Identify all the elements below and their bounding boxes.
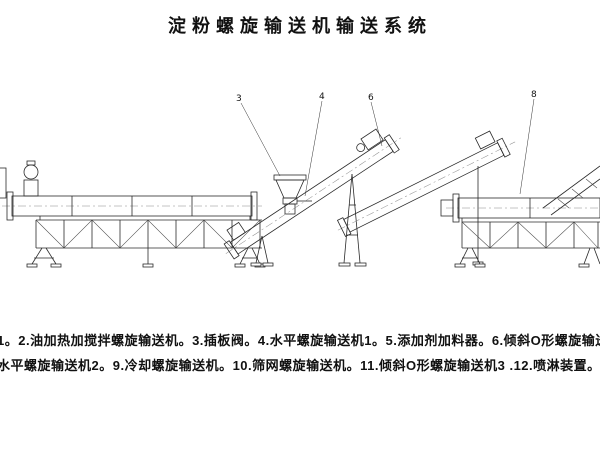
callout-label: 4 [319, 92, 325, 102]
inclined-o-screw-conveyor-3 [542, 165, 600, 216]
oil-heated-mixing-screw-conveyor [0, 160, 266, 268]
additive-feeder-hopper [273, 174, 312, 215]
slide-valve-icon [282, 197, 312, 205]
drawing-title: 淀粉螺旋输送机输送系统 [168, 16, 432, 36]
technical-drawing-canvas: 3 4 6 8 [0, 90, 600, 268]
callout-label: 6 [368, 93, 374, 103]
callouts: 3 4 6 8 [236, 90, 537, 197]
leader-line [304, 100, 323, 197]
leader-line [519, 98, 535, 195]
leader-line [240, 102, 281, 177]
inclined-coil-screw-conveyor [336, 130, 516, 238]
drive-motor-icon [0, 160, 39, 199]
support-truss-right [454, 218, 600, 268]
horizontal-screw-conveyor-2 [440, 193, 600, 268]
inclined-conveyor-support [250, 173, 367, 267]
callout-label: 3 [236, 94, 242, 104]
leader-line [370, 101, 383, 147]
coil-conveyor-support [472, 166, 484, 266]
support-truss-left [26, 216, 266, 268]
caption-line-1: 1。2.油加热加搅拌螺旋输送机。3.插板阀。4.水平螺旋输送机1。5.添加剂加料… [0, 333, 600, 348]
caption-line-2: 水平螺旋输送机2。9.冷却螺旋输送机。10.筛网螺旋输送机。11.倾斜O形螺旋输… [0, 358, 600, 373]
inclined-o-screw-conveyor-2 [223, 128, 402, 260]
callout-label: 8 [531, 90, 537, 100]
